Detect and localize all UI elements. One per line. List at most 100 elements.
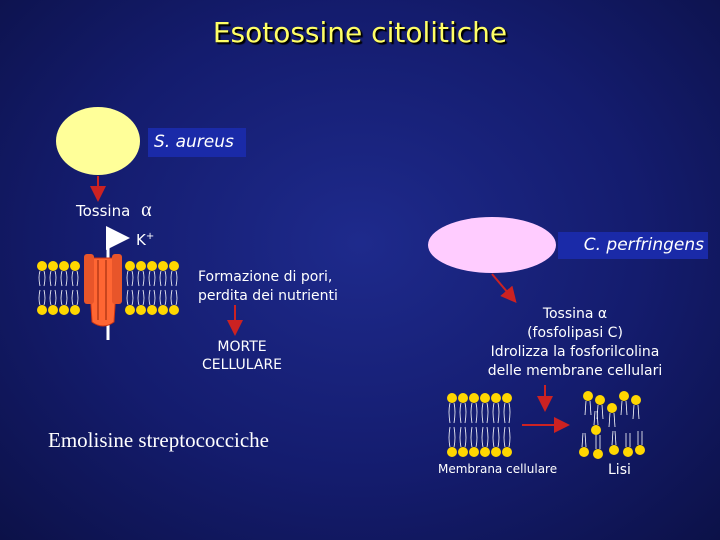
lipid-head: [491, 447, 501, 457]
lipid-tail: [142, 270, 145, 287]
lipid-head: [607, 403, 617, 413]
cperfringens-label: C. perfringens: [558, 232, 708, 259]
lipid-head: [583, 391, 593, 401]
lipid-head: [458, 447, 468, 457]
ion-charge: +: [145, 231, 155, 242]
lipid-tail: [492, 426, 495, 448]
lipid-tail: [38, 270, 41, 287]
lipid-tail: [126, 270, 129, 287]
saureus-cell: [56, 107, 140, 175]
lipid-head: [147, 261, 157, 271]
lipid-tail: [625, 400, 628, 416]
lipid-head: [595, 395, 605, 405]
strep-heading: Emolisine streptococciche: [48, 428, 270, 452]
lipid-head: [447, 447, 457, 457]
lipid-tail: [470, 402, 473, 424]
lipid-tail: [596, 410, 599, 426]
lipid-head: [619, 391, 629, 401]
toxin-name: Tossina: [76, 202, 131, 220]
lipid-tail: [503, 426, 506, 448]
cperf-toxin-line-1: Tossina α: [542, 306, 608, 322]
lipid-tail: [448, 402, 451, 424]
lipid-tail: [170, 289, 173, 306]
lipid-tail: [175, 270, 178, 287]
lipid-tail: [470, 426, 473, 448]
lipid-head: [480, 393, 490, 403]
lipid-tail: [142, 289, 145, 306]
lipid-tail: [131, 289, 134, 306]
lipid-tail: [497, 426, 500, 448]
lipid-head: [591, 425, 601, 435]
lipid-tail: [601, 404, 604, 420]
lipid-tail: [453, 402, 456, 424]
ion-symbol: K: [136, 231, 146, 249]
lipid-tail: [593, 410, 596, 426]
lipid-head: [169, 305, 179, 315]
lipid-tail: [65, 289, 68, 306]
potassium-ion-label: K+: [136, 231, 154, 249]
lipid-head: [579, 447, 589, 457]
lipid-tail: [508, 402, 511, 424]
lipid-tail: [170, 270, 173, 287]
lipid-head: [48, 261, 58, 271]
lipid-head: [469, 393, 479, 403]
lipid-tail: [54, 270, 57, 287]
lipid-head: [158, 261, 168, 271]
lipid-tail: [589, 400, 592, 416]
lipid-head: [502, 393, 512, 403]
lipid-head: [169, 261, 179, 271]
effect-line-1: Formazione di pori,: [198, 269, 333, 285]
lipid-tail: [492, 402, 495, 424]
lipid-tail: [60, 270, 63, 287]
lipid-tail: [126, 289, 129, 306]
cperf-toxin-line-4: delle membrane cellulari: [487, 363, 663, 379]
lipid-tail: [637, 404, 640, 420]
lipid-tail: [584, 400, 587, 416]
lipid-tail: [54, 289, 57, 306]
lipid-head: [469, 447, 479, 457]
lipid-head: [59, 305, 69, 315]
lipid-tail: [164, 289, 167, 306]
lipid-head: [480, 447, 490, 457]
lipid-tail: [71, 289, 74, 306]
lipid-head: [502, 447, 512, 457]
lipid-head: [125, 305, 135, 315]
lipid-tail: [632, 404, 635, 420]
lipid-tail: [153, 289, 156, 306]
lipid-head: [37, 305, 47, 315]
cell-death-text: MORTE CELLULARE: [192, 338, 292, 374]
lipid-tail: [153, 270, 156, 287]
saureus-toxin-label: Tossina α: [76, 199, 152, 222]
lipid-tail: [43, 289, 46, 306]
lipid-tail: [611, 430, 614, 446]
lipid-head: [623, 447, 633, 457]
lipid-tail: [76, 270, 79, 287]
lipid-head: [609, 445, 619, 455]
cperf-to-toxin-arrow: [491, 273, 517, 304]
lipid-head: [136, 305, 146, 315]
lipid-tail: [581, 432, 584, 448]
lipid-tail: [608, 412, 611, 428]
lipid-tail: [65, 270, 68, 287]
alpha-symbol: α: [141, 199, 152, 221]
lipid-head: [59, 261, 69, 271]
lipid-tail: [614, 430, 617, 446]
lipid-tail: [459, 426, 462, 448]
lipid-tail: [464, 426, 467, 448]
lipid-head: [447, 393, 457, 403]
lipid-head: [631, 395, 641, 405]
saureus-label: S. aureus: [148, 128, 246, 157]
k-efflux-arrow: [106, 226, 130, 340]
lipid-tail: [43, 270, 46, 287]
lipid-tail: [148, 289, 151, 306]
lipid-head: [158, 305, 168, 315]
lipid-head: [136, 261, 146, 271]
lipid-tail: [76, 289, 79, 306]
lipid-tail: [453, 426, 456, 448]
lipid-tail: [60, 289, 63, 306]
lipid-tail: [137, 270, 140, 287]
cperf-toxin-line-2: (fosfolipasi C): [527, 325, 623, 341]
lipid-tail: [503, 402, 506, 424]
cperf-toxin-text: Tossina α (fosfolipasi C) Idrolizza la f…: [460, 305, 690, 381]
lipid-tail: [497, 402, 500, 424]
